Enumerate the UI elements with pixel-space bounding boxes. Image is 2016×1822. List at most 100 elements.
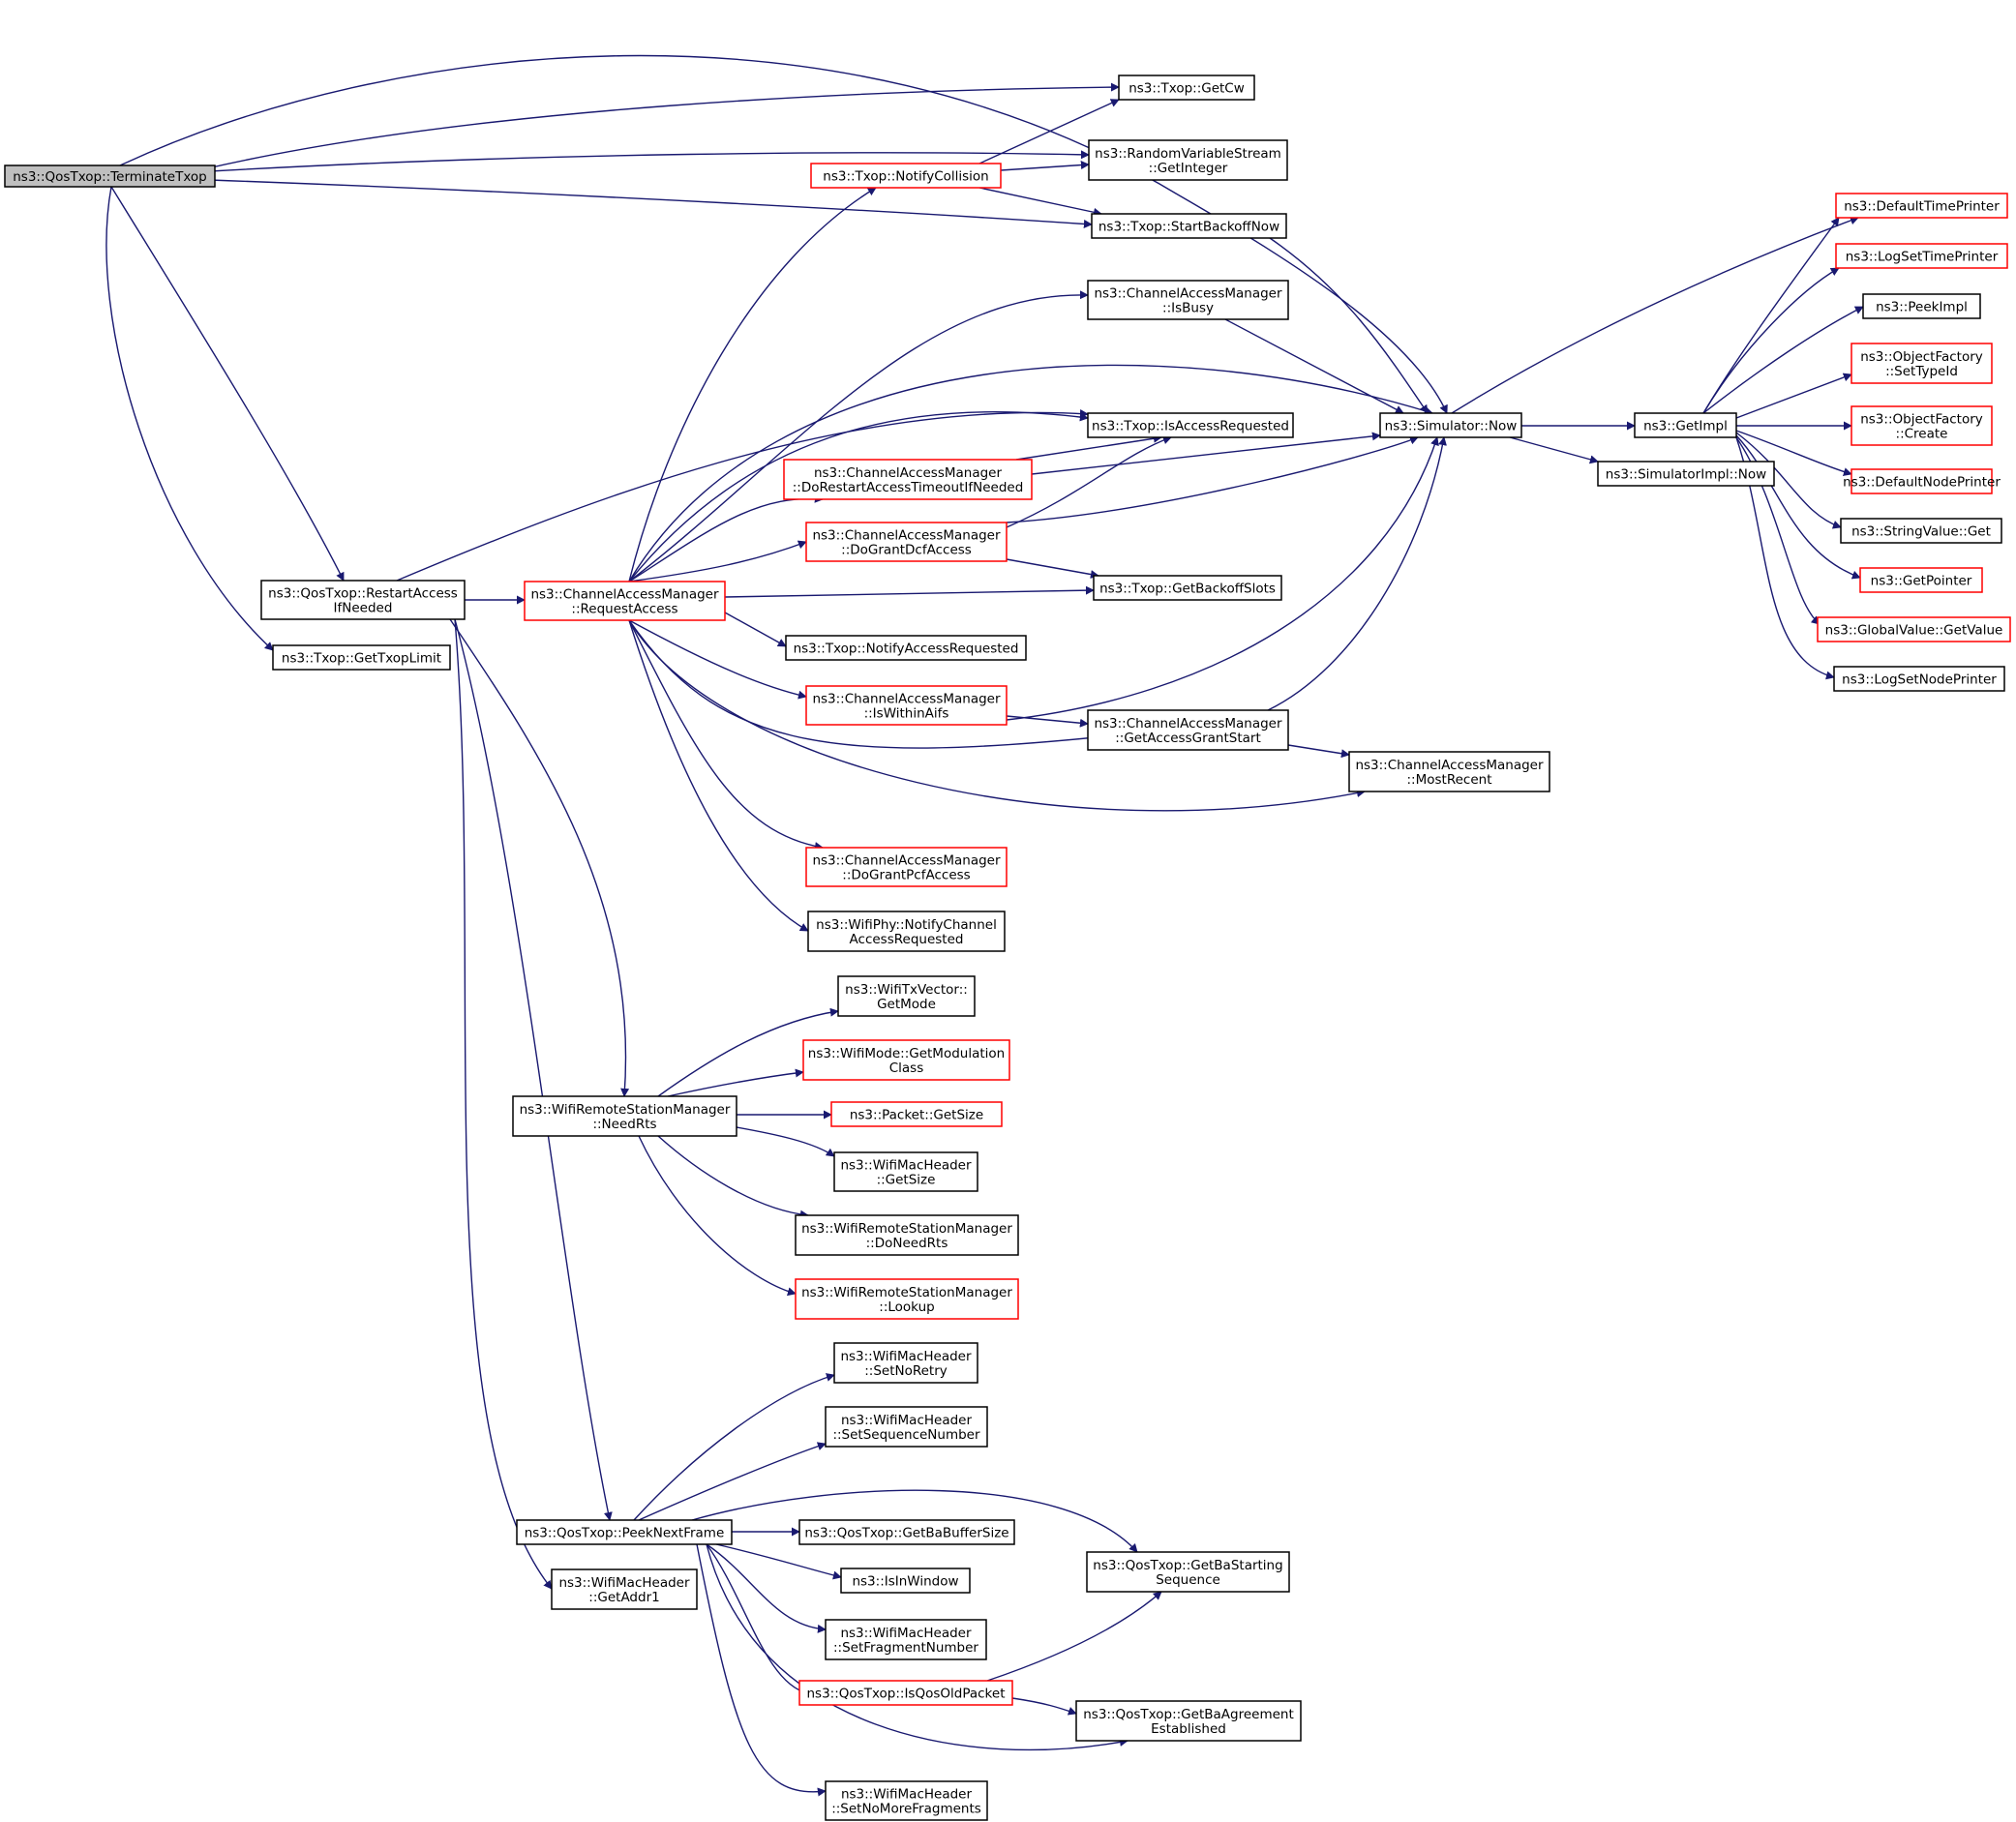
call-edge [454, 618, 553, 1590]
function-node-setnoretry[interactable]: ns3::WifiMacHeader::SetNoRetry [833, 1342, 978, 1384]
call-edge [724, 585, 1095, 598]
call-edge [1000, 161, 1090, 171]
function-node-logsettimeprinter[interactable]: ns3::LogSetTimePrinter [1835, 243, 2008, 269]
node-box [1859, 567, 1983, 593]
function-node-setseqnum[interactable]: ns3::WifiMacHeader::SetSequenceNumber [825, 1406, 988, 1448]
function-node-startbackoff[interactable]: ns3::Txop::StartBackoffNow [1091, 213, 1287, 239]
node-label: ns3::SimulatorImpl::Now [1606, 467, 1766, 483]
function-node-requestaccess[interactable]: ns3::ChannelAccessManager::RequestAccess [524, 581, 726, 621]
function-node-needrts[interactable]: ns3::WifiRemoteStationManager::NeedRts [512, 1095, 737, 1137]
node-label: ::Lookup [879, 1299, 934, 1315]
function-node-machdrgetsize[interactable]: ns3::WifiMacHeader::GetSize [833, 1151, 978, 1192]
call-edge [638, 1442, 827, 1521]
node-box [1348, 751, 1550, 792]
function-node-getbabuffersize[interactable]: ns3::QosTxop::GetBaBufferSize [798, 1519, 1015, 1545]
node-label: ns3::ChannelAccessManager [814, 465, 1003, 481]
function-node-getaccessgrantstart[interactable]: ns3::ChannelAccessManager::GetAccessGran… [1087, 709, 1289, 751]
call-edge [667, 1068, 804, 1097]
node-label: ::NeedRts [592, 1117, 656, 1132]
function-node-isaccessrequested[interactable]: ns3::Txop::IsAccessRequested [1087, 412, 1294, 438]
node-label: ns3::ChannelAccessManager [812, 528, 1001, 544]
node-label: AccessRequested [850, 932, 964, 947]
call-edge [1735, 373, 1852, 419]
node-label: ns3::QosTxop::GetBaBufferSize [804, 1526, 1008, 1541]
function-node-packetgetsize[interactable]: ns3::Packet::GetSize [830, 1101, 1003, 1127]
node-box [805, 522, 1008, 562]
function-node-iswithinaifs[interactable]: ns3::ChannelAccessManager::IsWithinAifs [805, 685, 1008, 726]
call-edge [706, 1543, 1128, 1751]
node-box [260, 580, 466, 620]
node-label: ::DoNeedRts [866, 1236, 948, 1251]
function-node-simimplnow[interactable]: ns3::SimulatorImpl::Now [1597, 461, 1775, 487]
call-edge [628, 540, 807, 582]
function-node-getbackoffslots[interactable]: ns3::Txop::GetBackoffSlots [1093, 575, 1282, 601]
node-label: ::DoRestartAccessTimeoutIfNeeded [793, 480, 1024, 495]
function-node-isbusy[interactable]: ns3::ChannelAccessManager::IsBusy [1087, 280, 1289, 320]
function-node-notifycollision[interactable]: ns3::Txop::NotifyCollision [810, 163, 1002, 189]
function-node-isqosoldpacket[interactable]: ns3::QosTxop::IsQosOldPacket [798, 1680, 1013, 1706]
function-node-getmode[interactable]: ns3::WifiTxVector::GetMode [837, 975, 976, 1017]
function-node-dorestart[interactable]: ns3::ChannelAccessManager::DoRestartAcce… [783, 459, 1033, 500]
call-edge [119, 54, 1448, 414]
function-node-getcw[interactable]: ns3::Txop::GetCw [1118, 75, 1255, 101]
function-node-lookup[interactable]: ns3::WifiRemoteStationManager::Lookup [795, 1278, 1019, 1320]
node-label: ns3::ChannelAccessManager [530, 587, 719, 603]
function-node-notifychannelaccess[interactable]: ns3::WifiPhy::NotifyChannelAccessRequest… [807, 911, 1006, 952]
function-node-getaddr1[interactable]: ns3::WifiMacHeader::GetAddr1 [551, 1568, 698, 1610]
node-label: ns3::QosTxop::RestartAccess [268, 586, 458, 602]
call-edge [449, 618, 630, 1097]
function-node-ofsettypeid[interactable]: ns3::ObjectFactory::SetTypeId [1851, 343, 1993, 384]
call-edge [1224, 318, 1404, 414]
node-label: ns3::ObjectFactory [1860, 349, 1983, 365]
node-box [516, 1519, 733, 1545]
function-node-ofcreate[interactable]: ns3::ObjectFactory::Create [1851, 405, 1993, 446]
call-edge [1006, 715, 1089, 728]
function-node-notifyaccessrequested[interactable]: ns3::Txop::NotifyAccessRequested [785, 635, 1027, 661]
function-node-getinteger[interactable]: ns3::RandomVariableStream::GetInteger [1088, 139, 1288, 181]
function-node-gettxoplimit[interactable]: ns3::Txop::GetTxopLimit [272, 644, 451, 671]
function-node-defaultnodeprinter[interactable]: ns3::DefaultNodePrinter [1843, 468, 2001, 494]
function-node-simnow[interactable]: ns3::Simulator::Now [1379, 412, 1522, 438]
function-node-peekimpl[interactable]: ns3::PeekImpl [1862, 293, 1981, 319]
call-edge [628, 364, 1433, 582]
node-label: ns3::LogSetNodePrinter [1842, 672, 1997, 688]
node-label: ns3::Txop::GetCw [1128, 81, 1245, 97]
function-node-peeknextframe[interactable]: ns3::QosTxop::PeekNextFrame [516, 1519, 733, 1545]
function-node-stringvalueget[interactable]: ns3::StringValue::Get [1840, 518, 2002, 544]
node-box [1093, 575, 1282, 601]
node-label: ns3::ChannelAccessManager [1094, 716, 1282, 732]
call-edge [1735, 430, 1852, 476]
call-edge [657, 1135, 809, 1219]
function-node-defaulttimeprinter[interactable]: ns3::DefaultTimePrinter [1835, 193, 2008, 219]
function-node-getimpl[interactable]: ns3::GetImpl [1634, 412, 1737, 438]
call-edge [1702, 267, 1840, 414]
node-box [1835, 193, 2008, 219]
node-box [785, 635, 1027, 661]
call-edge [628, 619, 807, 700]
function-node-setnomorefrags[interactable]: ns3::WifiMacHeader::SetNoMoreFragments [825, 1780, 988, 1821]
node-box [1087, 280, 1289, 320]
node-label: ns3::RandomVariableStream [1095, 146, 1281, 162]
call-edge [628, 290, 1089, 582]
function-node-globalvalueget[interactable]: ns3::GlobalValue::GetValue [1817, 616, 2011, 642]
function-node-dograntdcf[interactable]: ns3::ChannelAccessManager::DoGrantDcfAcc… [805, 522, 1008, 562]
function-node-logsetnodeprinter[interactable]: ns3::LogSetNodePrinter [1833, 666, 2005, 692]
call-edge [715, 1543, 842, 1580]
function-node-terminate[interactable]: ns3::QosTxop::TerminateTxop [4, 164, 216, 188]
function-node-dograntpcf[interactable]: ns3::ChannelAccessManager::DoGrantPcfAcc… [805, 847, 1008, 887]
node-label: ns3::IsInWindow [852, 1574, 958, 1590]
node-box [1840, 518, 2002, 544]
node-label: GetMode [877, 997, 936, 1012]
call-edge [628, 410, 1089, 582]
node-box [1851, 468, 1993, 494]
function-node-setfragnum[interactable]: ns3::WifiMacHeader::SetFragmentNumber [825, 1619, 987, 1660]
node-label: ns3::LogSetTimePrinter [1846, 250, 1999, 265]
function-node-doneedrts[interactable]: ns3::WifiRemoteStationManager::DoNeedRts [795, 1214, 1019, 1256]
function-node-isinwindow[interactable]: ns3::IsInWindow [840, 1568, 971, 1594]
function-node-mostrecent[interactable]: ns3::ChannelAccessManager::MostRecent [1348, 751, 1550, 792]
function-node-getpointer[interactable]: ns3::GetPointer [1859, 567, 1983, 593]
